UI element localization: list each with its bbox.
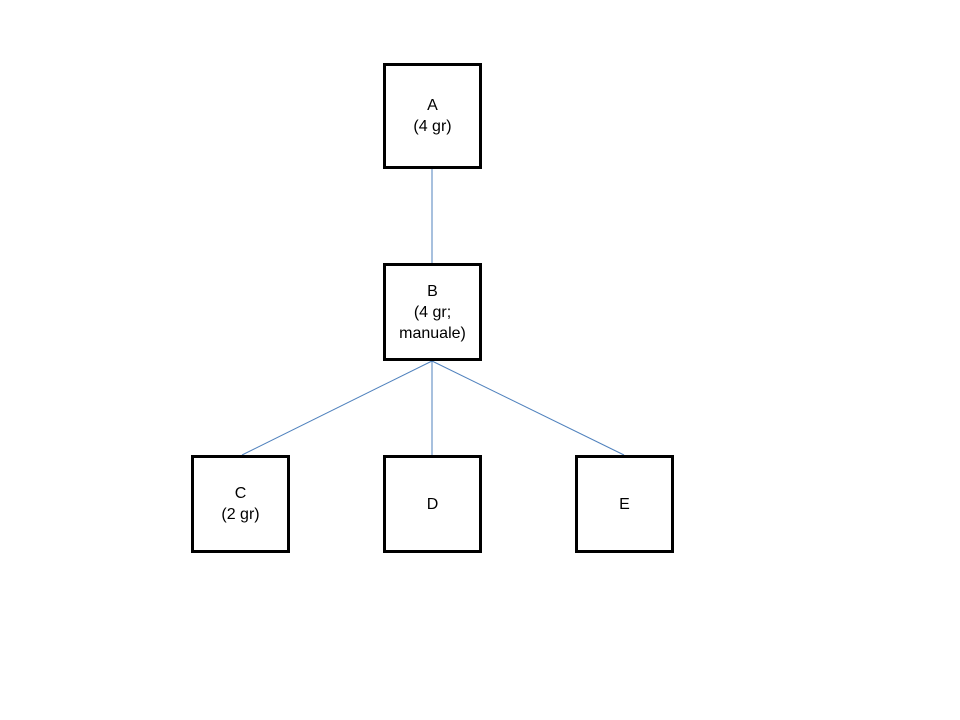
node-c-label: C — [234, 485, 247, 502]
node-e: E — [575, 455, 674, 553]
node-a: A (4 gr) — [383, 63, 482, 169]
node-e-label: E — [619, 495, 630, 513]
edge-b-c — [241, 360, 433, 456]
node-c-detail: (2 gr) — [221, 506, 260, 523]
node-b: B (4 gr; manuale) — [383, 263, 482, 361]
node-b-label: B — [427, 282, 438, 300]
node-d-label: D — [426, 495, 439, 513]
node-a-detail: (4 gr) — [413, 118, 452, 135]
node-c: C (2 gr) — [191, 455, 290, 553]
node-d: D — [383, 455, 482, 553]
node-a-label: A — [427, 97, 438, 114]
edge-b-e — [431, 360, 625, 456]
node-b-detail-line1: (4 gr; — [413, 303, 452, 321]
node-b-detail-line2: manuale) — [399, 324, 466, 342]
